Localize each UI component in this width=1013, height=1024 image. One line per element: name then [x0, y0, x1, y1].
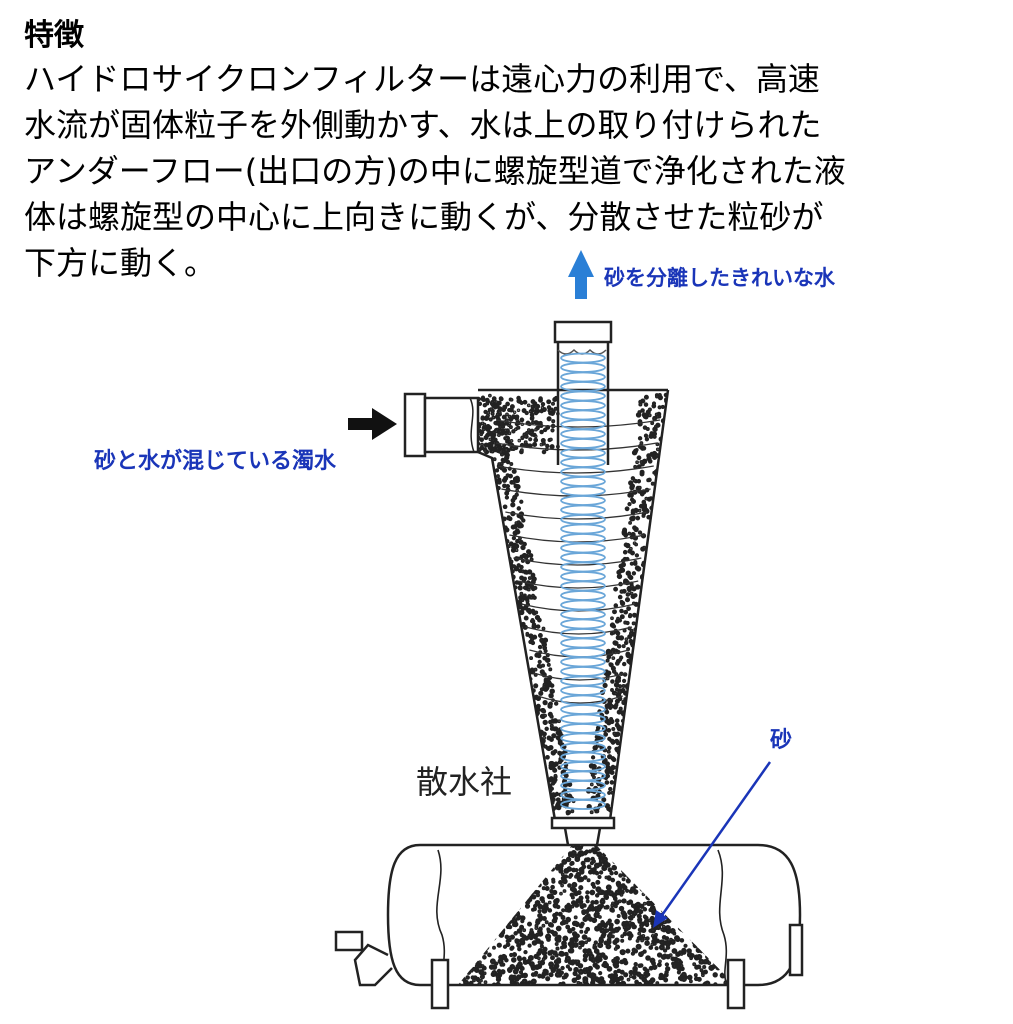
outlet-label: 砂を分離したきれいな水	[604, 266, 836, 290]
sand-tank	[334, 843, 804, 1010]
description-line: ハイドロサイクロンフィルターは遠心力の利用で、高速	[24, 60, 820, 98]
right-arrow-icon	[348, 408, 397, 440]
water-spiral	[560, 352, 606, 810]
description-line: 水流が固体粒子を外側動かす、水は上の取り付けられた	[24, 106, 822, 144]
vortex-finder	[553, 320, 613, 810]
description-line: 下方に動く。	[24, 244, 217, 282]
inlet-label: 砂と水が混じている濁水	[94, 448, 337, 474]
description-line: 体は螺旋型の中心に上向きに動くが、分散させた粒砂が	[24, 198, 824, 236]
cyclone-body	[403, 388, 670, 821]
sand-label: 砂	[770, 727, 792, 753]
description-line: アンダーフロー(出口の方)の中に螺旋型道で浄化された液	[24, 152, 846, 190]
heading: 特徴	[24, 18, 84, 53]
underflow-outlet	[550, 816, 616, 846]
description: ハイドロサイクロンフィルターは遠心力の利用で、高速 水流が固体粒子を外側動かす、…	[24, 56, 1009, 286]
watermark: 散水社	[416, 763, 512, 801]
up-arrow-icon	[568, 250, 594, 299]
sand-arrow	[653, 761, 772, 928]
